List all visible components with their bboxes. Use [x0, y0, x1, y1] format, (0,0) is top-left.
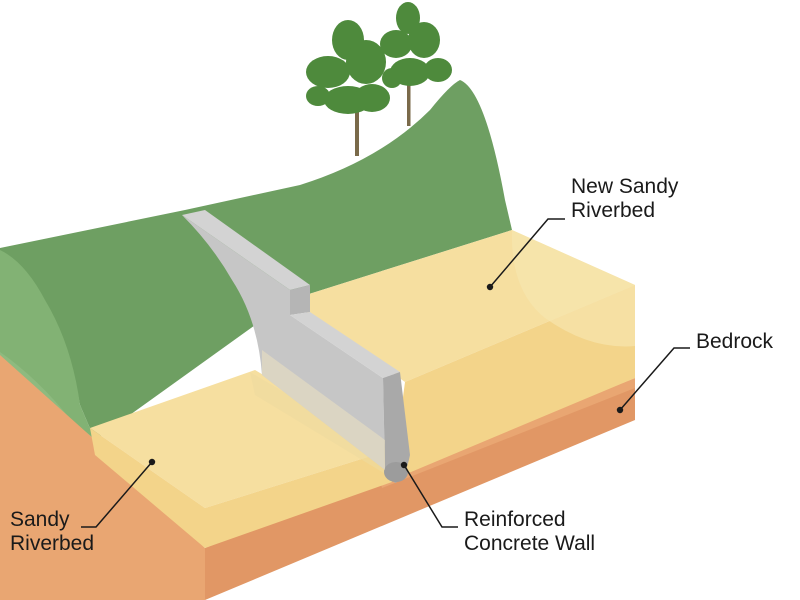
marker-sandy-riverbed [148, 458, 156, 466]
label-line: Sandy [10, 508, 70, 531]
reinforced-concrete-wall [182, 210, 410, 483]
marker-reinforced-concrete-wall [400, 461, 408, 469]
label-bedrock: Bedrock [696, 330, 773, 354]
leader-sandy-riverbed [81, 461, 153, 528]
leader-reinforced-concrete-wall [403, 464, 458, 528]
label-line: New Sandy [571, 175, 679, 198]
label-sandy-riverbed: Sandy Riverbed [10, 508, 94, 556]
label-line: Riverbed [571, 199, 656, 222]
label-reinforced-concrete-wall: Reinforced Concrete Wall [464, 508, 595, 556]
label-line: Riverbed [10, 532, 95, 555]
trees [306, 2, 452, 156]
label-line: Bedrock [696, 330, 774, 353]
label-new-sandy-riverbed: New Sandy Riverbed [571, 175, 678, 223]
leader-bedrock [619, 347, 690, 411]
leader-new-sandy-riverbed [489, 218, 565, 288]
callout-leaders [81, 218, 690, 528]
label-line: Reinforced [464, 508, 566, 531]
new-sandy-riverbed [290, 230, 635, 480]
sandy-riverbed [90, 370, 395, 548]
marker-bedrock [616, 406, 624, 414]
label-line: Concrete Wall [464, 532, 596, 555]
marker-new-sandy-riverbed [486, 283, 494, 291]
